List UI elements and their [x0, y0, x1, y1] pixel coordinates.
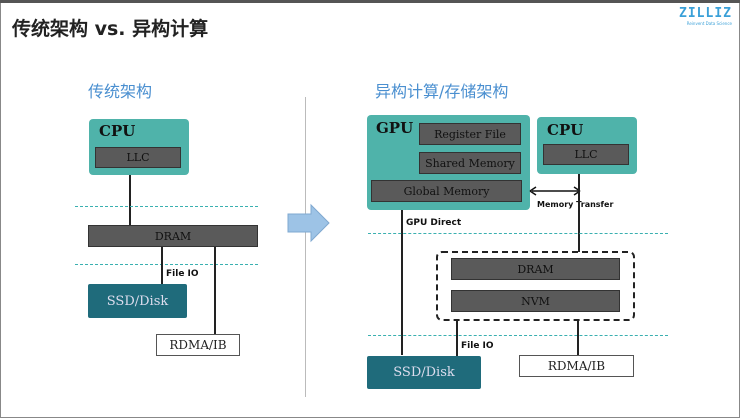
- llc-box: LLC: [543, 144, 629, 165]
- divider: [368, 233, 668, 234]
- arrow-right-icon: [287, 203, 330, 243]
- ssd-box: SSD/Disk: [88, 284, 187, 318]
- connector: [401, 210, 403, 355]
- left-heading: 传统架构: [88, 82, 153, 101]
- nvm-box: NVM: [451, 290, 620, 312]
- file-io-label: File IO: [461, 341, 494, 351]
- global-memory-box: Global Memory: [371, 180, 522, 202]
- memory-transfer-label: Memory Transfer: [537, 200, 614, 209]
- connector: [161, 247, 163, 285]
- connector: [214, 247, 216, 335]
- double-arrow-icon: [529, 186, 581, 196]
- slide-title: 传统架构 vs. 异构计算: [12, 18, 209, 40]
- gpu-direct-label: GPU Direct: [406, 218, 462, 228]
- dram-box: DRAM: [88, 225, 258, 247]
- shared-memory-box: Shared Memory: [419, 152, 521, 174]
- right-heading: 异构计算/存储架构: [375, 82, 509, 101]
- register-file-box: Register File: [419, 123, 521, 145]
- connector: [456, 321, 458, 356]
- dram-box: DRAM: [451, 258, 620, 280]
- divider: [75, 206, 258, 207]
- memory-group: [436, 251, 635, 321]
- rdma-box: RDMA/IB: [519, 355, 634, 377]
- connector: [129, 175, 131, 225]
- divider: [368, 335, 668, 336]
- gpu-label: GPU: [376, 119, 414, 137]
- ssd-box: SSD/Disk: [367, 356, 481, 389]
- llc-box: LLC: [95, 147, 181, 168]
- connector: [577, 321, 579, 356]
- rdma-box: RDMA/IB: [156, 334, 240, 356]
- connector: [578, 174, 580, 252]
- cpu-label: CPU: [547, 121, 584, 139]
- cpu-label: CPU: [99, 122, 136, 140]
- divider: [75, 264, 258, 265]
- vertical-divider: [305, 97, 306, 397]
- file-io-label: File IO: [166, 269, 199, 279]
